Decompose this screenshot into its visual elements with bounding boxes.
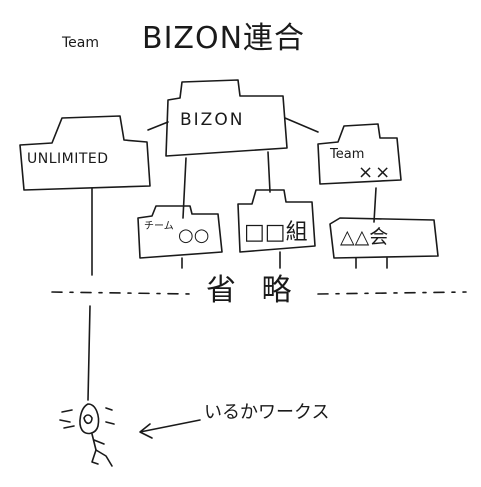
connector-teamxx-kai [373, 187, 377, 223]
figure-legs [91, 449, 113, 467]
node-box-teamxx [317, 123, 402, 185]
stick-figure [59, 403, 115, 467]
figure-face [83, 414, 93, 425]
node-label-teamoo-marks: ○○ [178, 225, 210, 246]
connector-line-to-figure [87, 305, 91, 401]
node-label-teamxx-line1: Team [330, 147, 365, 162]
node-label-root: BIZON [180, 110, 245, 130]
title-prefix: Team [62, 35, 100, 51]
divider-line-right [317, 291, 467, 295]
divider-label: 省 略 [206, 273, 300, 308]
node-box-unlimited [19, 115, 151, 191]
node-label-kumi: □□組 [244, 220, 308, 245]
node-box-kumi [237, 189, 316, 253]
connector-root-teamoo [182, 157, 187, 219]
figure-head [79, 403, 100, 435]
connector-root-teamxx [284, 117, 319, 133]
annotation-label: いるかワークス [204, 402, 330, 423]
node-label-teamxx-line2: ×× [358, 162, 393, 183]
connector-root-unlimited [147, 121, 169, 131]
annotation-arrow [139, 419, 201, 439]
figure-body [91, 433, 97, 451]
node-label-kai: △△会 [340, 226, 389, 248]
node-label-unlimited: UNLIMITED [27, 151, 109, 167]
node-box-teamoo [137, 205, 223, 259]
divider-line-left [51, 291, 193, 295]
figure-motion-marks [59, 407, 115, 429]
connector-root-kumi [267, 151, 271, 193]
node-box-kai [329, 217, 439, 259]
figure-arms [93, 439, 105, 445]
node-box-root [165, 79, 288, 157]
title-main: BIZON連合 [142, 21, 306, 56]
node-label-teamoo-prefix: チーム [144, 221, 174, 232]
